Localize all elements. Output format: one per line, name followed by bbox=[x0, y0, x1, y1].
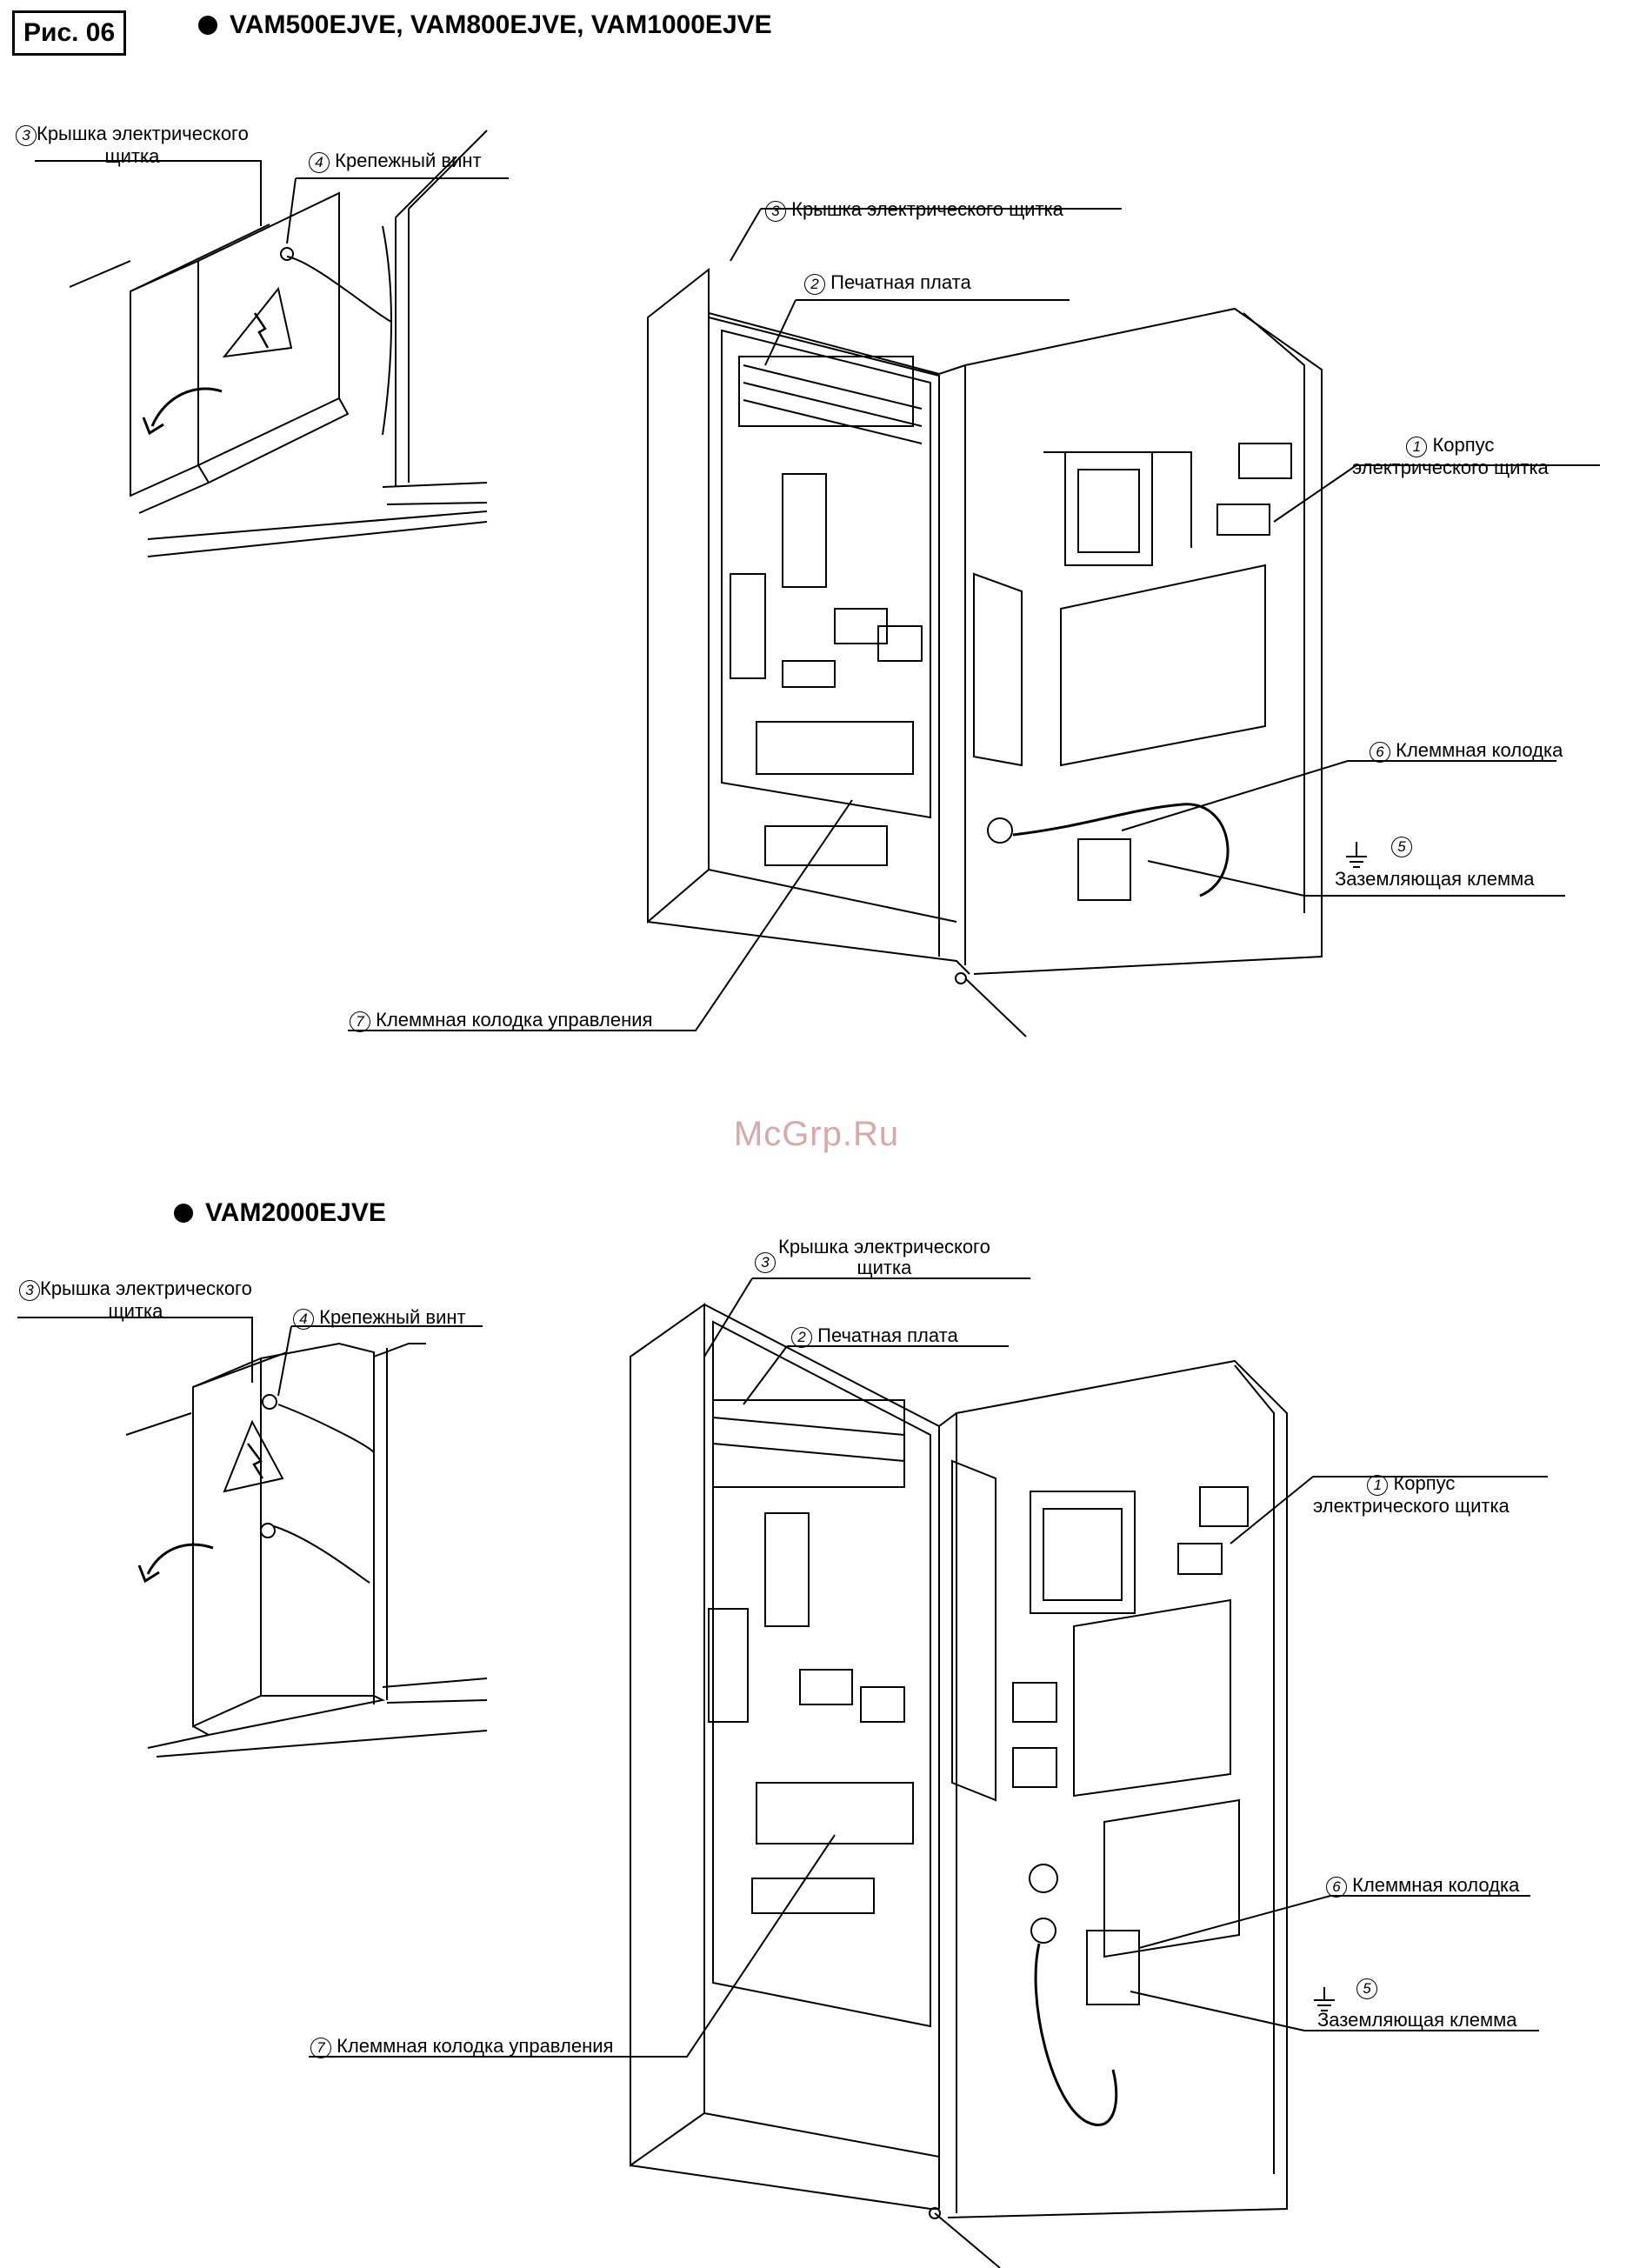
pcb-label-1: 2 Печатная плата bbox=[804, 271, 971, 295]
label-text: Крепежный винт bbox=[319, 1306, 466, 1328]
ground-label-2: Заземляющая клемма bbox=[1317, 2009, 1517, 2031]
callout-num: 3 bbox=[19, 1280, 40, 1301]
label-text: щитка bbox=[108, 1300, 163, 1322]
label-text: Клеммная колодка bbox=[1352, 1874, 1520, 1896]
screw-icon bbox=[261, 1524, 275, 1538]
ground-label-1: Заземляющая клемма bbox=[1335, 868, 1535, 890]
callout-num: 7 bbox=[350, 1011, 370, 1032]
label-text: Крышка электрического bbox=[40, 1277, 252, 1299]
callout-num: 4 bbox=[309, 152, 330, 173]
callout-num: 2 bbox=[791, 1327, 812, 1348]
callout-num: 6 bbox=[1370, 742, 1390, 763]
screw-label-2: 4 Крепежный винт bbox=[293, 1306, 466, 1330]
callout-num: 3 bbox=[16, 125, 37, 146]
screw-icon bbox=[263, 1395, 277, 1409]
watermark: McGrp.Ru bbox=[733, 1115, 900, 1153]
callout-num: 6 bbox=[1326, 1877, 1347, 1898]
screw-icon bbox=[281, 248, 293, 260]
pcb-label-2: 2 Печатная плата bbox=[791, 1324, 958, 1348]
callout-num: 2 bbox=[804, 274, 825, 295]
ground-num-2: 5 bbox=[1356, 1978, 1377, 1999]
callout-num: 3 bbox=[765, 201, 786, 222]
terminal-label-1: 6 Клеммная колодка bbox=[1370, 739, 1563, 763]
label-text: Печатная плата bbox=[830, 271, 971, 293]
rotate-arrow-icon bbox=[143, 389, 222, 433]
unit-drawing-2 bbox=[630, 1304, 1287, 2218]
body-label-2: 1 Корпус электрического щитка bbox=[1313, 1473, 1510, 1517]
figure-label: Рис. 06 bbox=[12, 10, 127, 56]
screw-label-1: 4 Крепежный винт bbox=[309, 150, 482, 173]
model-heading-2: VAM2000EJVE bbox=[174, 1198, 386, 1228]
control-label-2: 7 Клеммная колодка управления bbox=[310, 2035, 613, 2058]
label-text: Крепежный винт bbox=[335, 150, 482, 171]
label-text: Крышка электрического bbox=[37, 123, 249, 144]
ground-symbol-icon bbox=[1314, 1987, 1335, 2011]
label-text: Клеммная колодка bbox=[1396, 739, 1563, 761]
cover-num-2: 3 bbox=[755, 1252, 776, 1273]
unit-drawing-1 bbox=[648, 270, 1322, 984]
model-list-1: VAM500EJVE, VAM800EJVE, VAM1000EJVE bbox=[230, 10, 772, 39]
label-text: щитка bbox=[856, 1257, 912, 1278]
warning-lightning-icon bbox=[224, 289, 291, 357]
callout-num: 1 bbox=[1406, 437, 1428, 457]
model-heading-1: VAM500EJVE, VAM800EJVE, VAM1000EJVE bbox=[198, 10, 772, 40]
label-text: Печатная плата bbox=[817, 1324, 958, 1346]
callout-num: 1 bbox=[1367, 1475, 1389, 1496]
cover-detail-1 bbox=[70, 130, 487, 557]
cover-label-1: 3 Крышка электрического щитка bbox=[765, 198, 1063, 222]
callout-num: 4 bbox=[293, 1309, 314, 1330]
label-text: Корпус bbox=[1393, 1472, 1456, 1494]
ground-symbol-icon bbox=[1346, 842, 1367, 867]
warning-lightning-icon bbox=[224, 1422, 283, 1491]
label-text: Крышка электрического bbox=[778, 1236, 990, 1257]
terminal-label-2: 6 Клеммная колодка bbox=[1326, 1874, 1519, 1898]
control-label-1: 7 Клеммная колодка управления bbox=[350, 1009, 652, 1032]
diagram-1 bbox=[0, 0, 1633, 1131]
rotate-arrow-icon bbox=[139, 1544, 213, 1581]
label-text: Клеммная колодка управления bbox=[376, 1009, 653, 1031]
bullet-icon bbox=[198, 16, 217, 35]
model-list-2: VAM2000EJVE bbox=[205, 1198, 386, 1227]
bullet-icon bbox=[174, 1204, 193, 1223]
label-text: электрического щитка bbox=[1352, 457, 1549, 478]
ground-num-1: 5 bbox=[1391, 837, 1412, 857]
cover-label-2: Крышка электрического щитка bbox=[778, 1237, 990, 1278]
callout-num: 7 bbox=[310, 2038, 331, 2058]
label-text: электрического щитка bbox=[1313, 1495, 1510, 1517]
body-label-1: 1 Корпус электрического щитка bbox=[1352, 435, 1549, 478]
label-text: Крышка электрического щитка bbox=[791, 198, 1063, 220]
cover-detail-2 bbox=[126, 1344, 487, 1757]
label-text: Клеммная колодка управления bbox=[337, 2035, 614, 2057]
label-text: щитка bbox=[104, 145, 160, 167]
label-text: Корпус bbox=[1432, 434, 1495, 456]
